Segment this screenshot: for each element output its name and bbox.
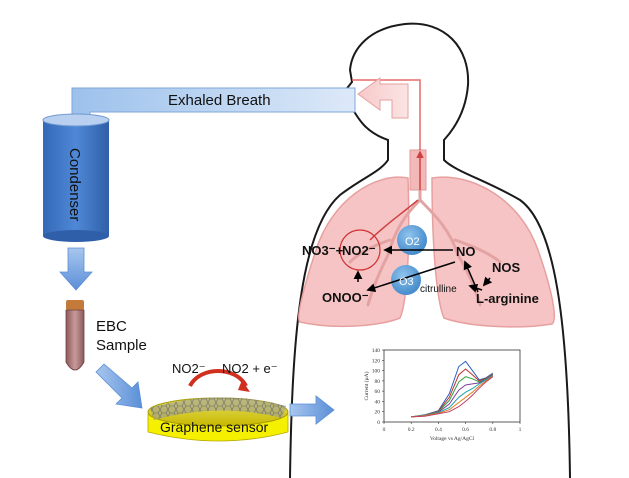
o2-label: O2 <box>405 236 420 248</box>
y-axis-label: Current (µA) <box>363 371 370 400</box>
x-tick-label-5: 1 <box>519 427 522 433</box>
ebc-tube <box>65 300 85 371</box>
condenser-cylinder <box>42 113 110 242</box>
condenser-label: Condenser <box>66 148 83 221</box>
y-tick-label-6: 120 <box>372 358 381 364</box>
human-silhouette <box>289 22 571 478</box>
x-axis-label: Voltage vs Ag/AgCl <box>430 436 475 442</box>
x-tick-label-4: 0.8 <box>489 427 496 433</box>
x-tick-label-0: 0 <box>383 427 386 433</box>
exhaled-breath-label: Exhaled Breath <box>168 92 271 109</box>
o2-molecule <box>397 225 427 255</box>
voltammogram-chart: 0 20 40 60 80 100 120 140 0 0.2 0.4 0.6 0.8 1Voltage … <box>363 348 522 442</box>
y-tick-label-7: 140 <box>372 348 381 354</box>
y-tick-label-3: 60 <box>375 389 381 395</box>
ebc-label: EBC <box>96 318 127 335</box>
series-line-6 <box>411 376 494 418</box>
y-tick-label-0: 0 <box>377 420 380 426</box>
series-line-0 <box>411 360 494 418</box>
graphene-sensor-label: Graphene sensor <box>160 419 269 435</box>
graphene-sensor <box>147 369 289 442</box>
y-tick-label-5: 100 <box>372 369 381 375</box>
no-label: NO <box>456 244 476 259</box>
sensor-reactant: NO2⁻ <box>172 361 206 376</box>
down-arrow <box>59 247 93 291</box>
plot-frame <box>383 349 521 423</box>
x-tick-label-3: 0.6 <box>462 427 469 433</box>
arginine-to-citrulline-arrow <box>468 284 483 293</box>
x-tick-label-1: 0.2 <box>408 427 415 433</box>
right-arrow <box>289 395 335 425</box>
y-tick-label-1: 20 <box>375 410 381 416</box>
airway <box>352 79 427 241</box>
onoo-label: ONOO⁻ <box>322 290 369 305</box>
no3-label: NO3⁻+ <box>302 243 344 258</box>
no2-circle <box>339 229 381 271</box>
lungs <box>298 148 556 328</box>
nos-arrow <box>482 276 493 287</box>
x-tick-label-2: 0.4 <box>435 427 442 433</box>
diagonal-arrow <box>95 363 143 409</box>
y-tick-label-2: 40 <box>375 399 381 405</box>
o3-label: O3 <box>399 276 414 288</box>
y-tick-label-4: 80 <box>375 379 381 385</box>
citrulline-label: citrulline <box>420 284 457 295</box>
sample-label: Sample <box>96 337 147 354</box>
no2-label: NO2⁻ <box>342 243 376 258</box>
no-to-onoo-arrow <box>366 261 456 293</box>
nos-label: NOS <box>492 260 521 275</box>
l-arginine-label: L-arginine <box>476 291 539 306</box>
o3-molecule <box>391 265 421 295</box>
lung-chemistry <box>339 225 493 295</box>
sensor-product: NO2 + e⁻ <box>222 361 278 376</box>
exhale-arrow <box>357 77 409 119</box>
